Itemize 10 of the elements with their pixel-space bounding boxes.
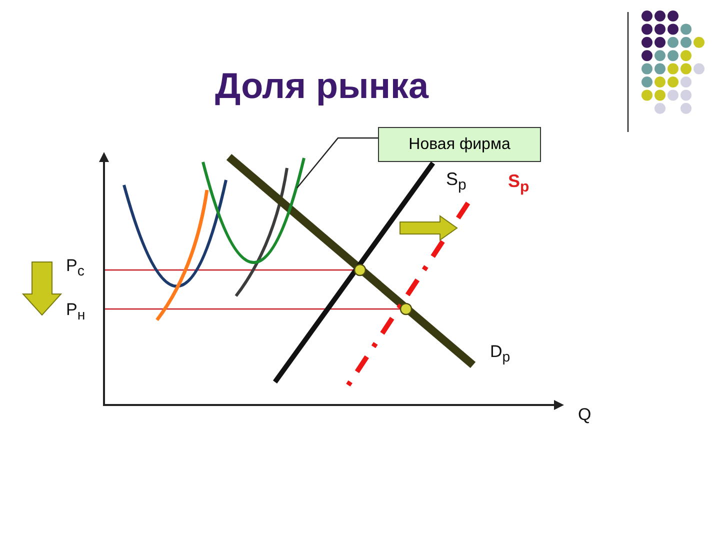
price-label: P$_{с}$ — [66, 257, 84, 280]
callout-box: Новая фирма — [378, 127, 541, 162]
demand-label: D$_{р}$ — [490, 343, 510, 366]
slide-title: Доля рынка — [215, 66, 429, 106]
cost-curve — [202, 158, 306, 264]
leader-line — [296, 137, 378, 188]
price-label: P$_{н}$ — [66, 301, 86, 324]
axis-label: Q — [578, 406, 592, 425]
supply-label: S$_{р}$ — [508, 172, 530, 196]
supply-label: S$_{р}$ — [446, 170, 466, 194]
